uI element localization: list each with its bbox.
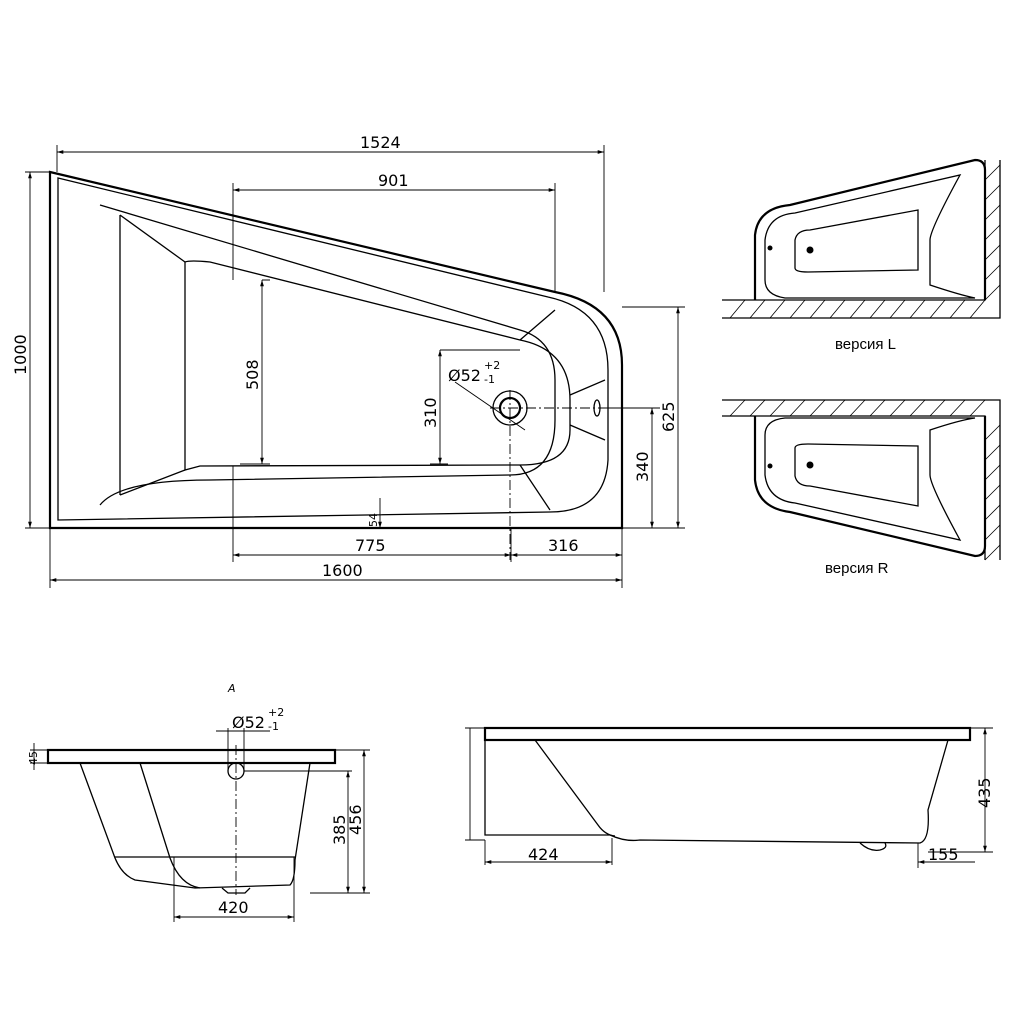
dim-901: 901 — [378, 171, 409, 190]
version-l-diagram: версия L — [722, 158, 1001, 353]
dim-420: 420 — [218, 898, 249, 917]
section-view: A 45 385 456 420 Ø52 +2 -1 — [27, 682, 370, 922]
dim-155: 155 — [928, 845, 959, 864]
svg-text:+2: +2 — [484, 359, 500, 372]
section-drain-label: Ø52 — [232, 713, 265, 732]
dim-508: 508 — [243, 359, 262, 390]
dim-1524: 1524 — [360, 133, 401, 152]
svg-text:-1: -1 — [484, 373, 495, 386]
dim-1600: 1600 — [322, 561, 363, 580]
version-r-diagram: версия R — [722, 399, 1001, 577]
dim-385: 385 — [330, 814, 349, 845]
plan-inner-rim — [57, 177, 609, 521]
dim-435: 435 — [975, 777, 994, 808]
hatch — [729, 164, 1001, 319]
dim-340: 340 — [633, 451, 652, 482]
drain-diameter-label: Ø52 — [448, 366, 481, 385]
dim-775: 775 — [355, 536, 386, 555]
svg-text:-1: -1 — [268, 720, 279, 733]
dim-456: 456 — [346, 804, 365, 835]
plan-basin-edge — [99, 204, 556, 506]
svg-text:+2: +2 — [268, 706, 284, 719]
dim-1000: 1000 — [11, 334, 30, 375]
side-view: 424 155 435 — [465, 726, 994, 868]
dim-45: 45 — [27, 751, 40, 765]
hatch — [729, 399, 1001, 561]
plan-view: 1524 901 1000 508 310 625 340 54 775 316… — [11, 133, 685, 588]
plan-outer-rim — [48, 170, 624, 530]
dim-54: 54 — [367, 513, 380, 527]
dim-625: 625 — [659, 401, 678, 432]
version-r-label: версия R — [825, 560, 889, 577]
dim-316: 316 — [548, 536, 579, 555]
dim-424: 424 — [528, 845, 559, 864]
version-l-label: версия L — [835, 336, 896, 353]
dim-310: 310 — [421, 397, 440, 428]
drain-icon — [806, 461, 814, 469]
drain-icon — [806, 246, 814, 254]
section-mark: A — [227, 682, 236, 695]
plan-basin-floor — [184, 260, 571, 471]
